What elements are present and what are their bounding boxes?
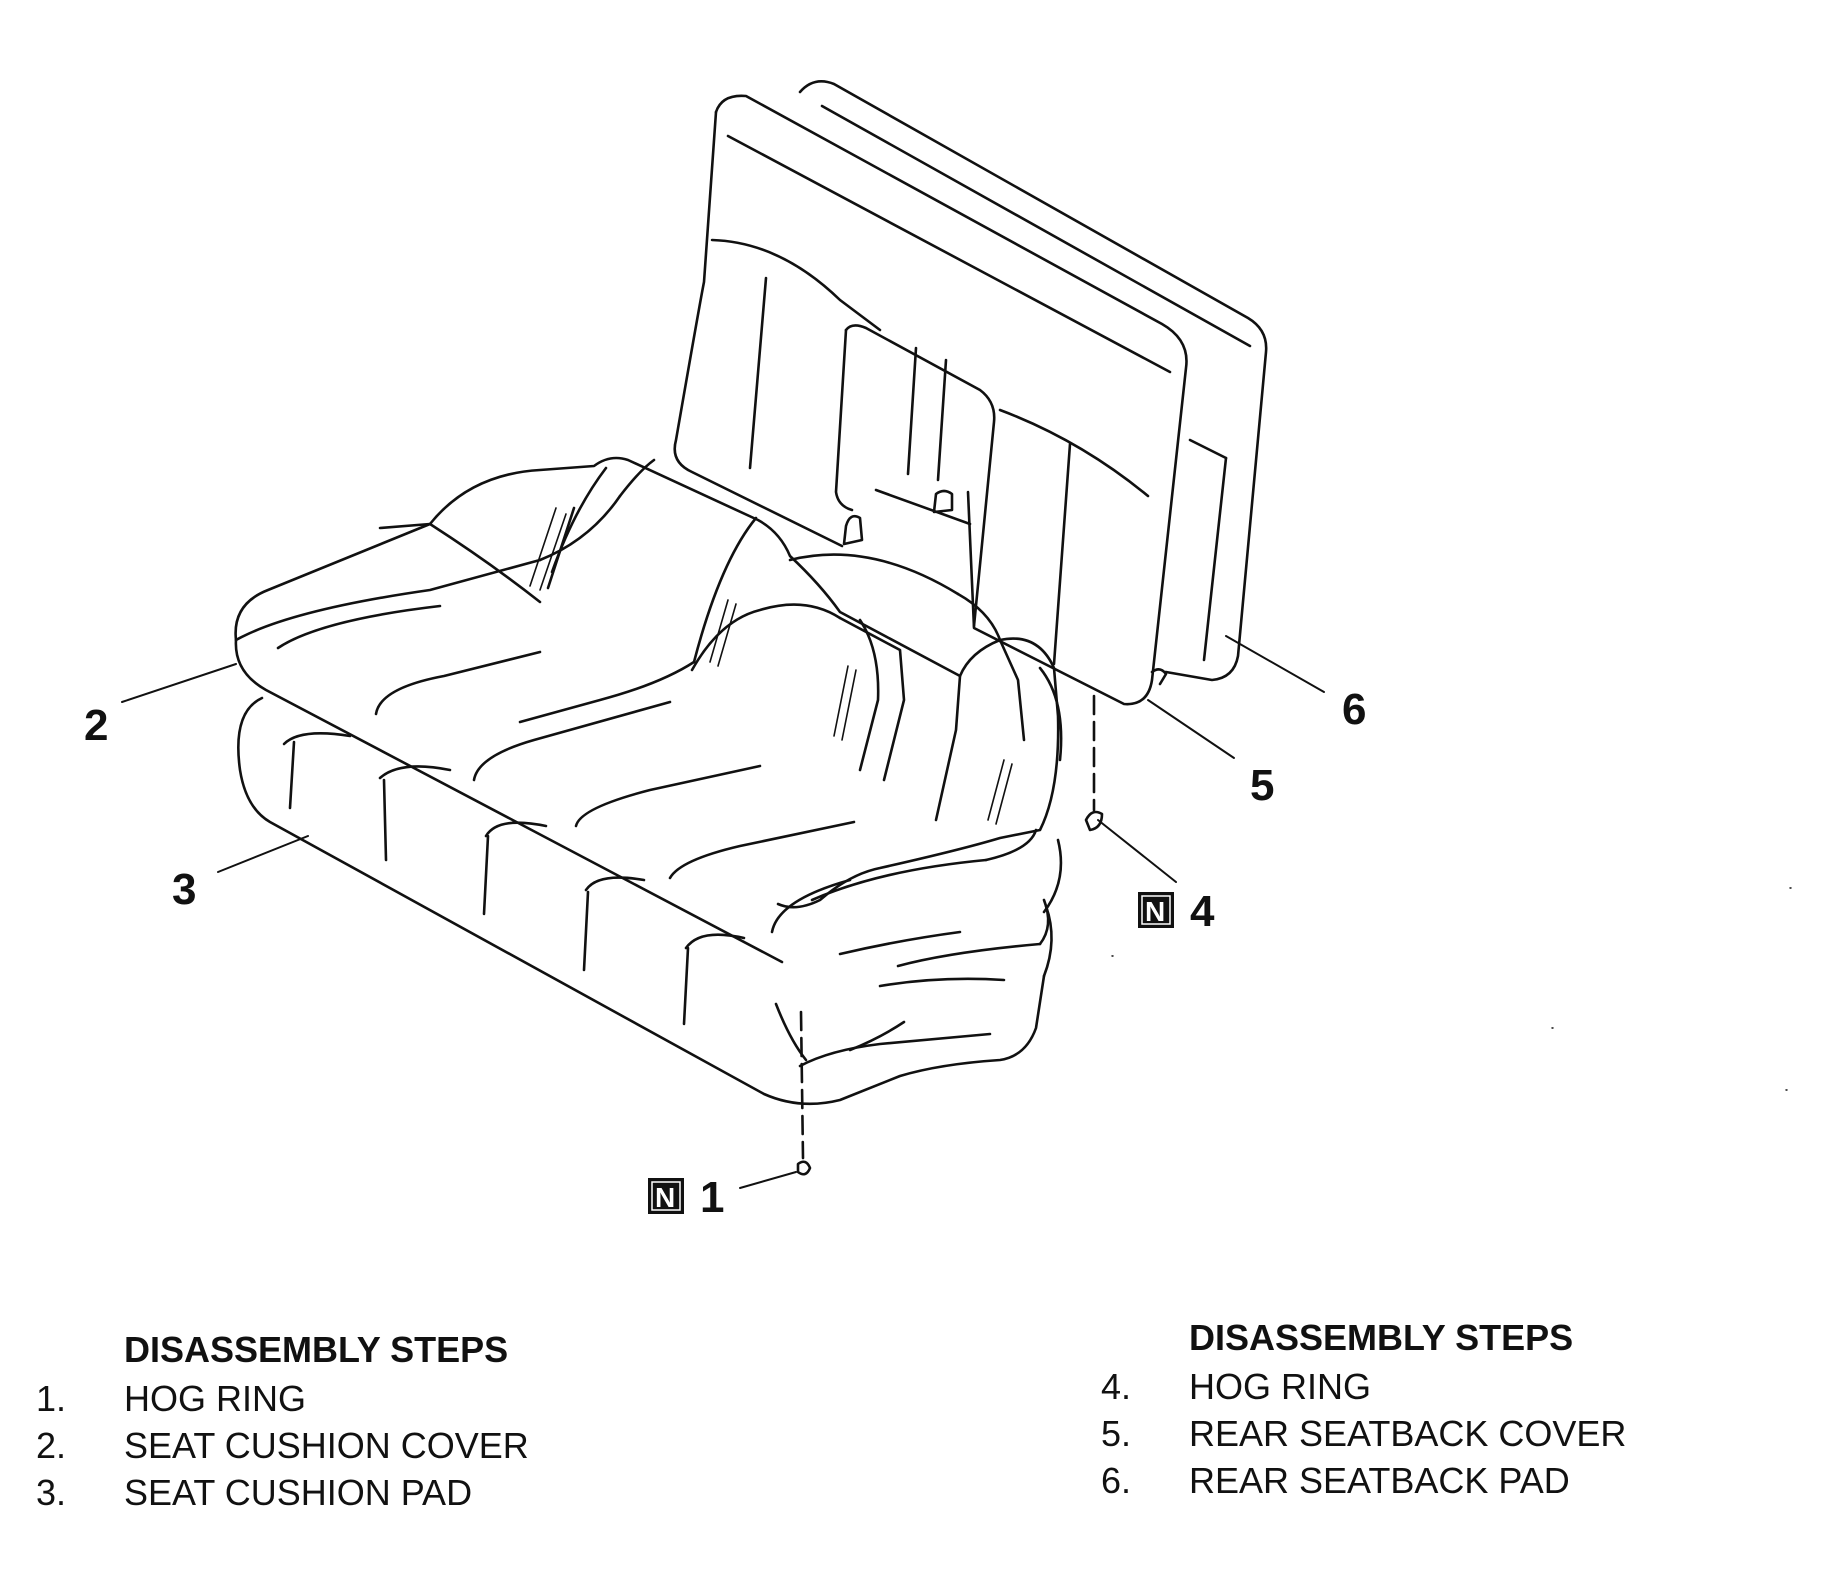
step-number: 3. bbox=[36, 1472, 67, 1513]
n-mark-4-text: N bbox=[1145, 896, 1165, 927]
list-item: 5. REAR SEATBACK COVER bbox=[1101, 1410, 1626, 1457]
step-label: REAR SEATBACK COVER bbox=[1189, 1413, 1627, 1454]
rear-seatback-pad bbox=[798, 80, 1268, 682]
seat-cushion-cover bbox=[234, 456, 1063, 988]
list-item: 3. SEAT CUSHION PAD bbox=[36, 1469, 529, 1516]
n-mark-4: N bbox=[1138, 892, 1174, 928]
step-label: HOG RING bbox=[1189, 1366, 1372, 1407]
hog-ring-4 bbox=[1084, 694, 1104, 832]
list-item: 2. SEAT CUSHION COVER bbox=[36, 1422, 529, 1469]
leader-lines bbox=[121, 635, 1325, 1189]
step-number: 5. bbox=[1101, 1413, 1132, 1454]
step-label: SEAT CUSHION COVER bbox=[124, 1425, 529, 1466]
scan-specks bbox=[1111, 887, 1792, 1091]
list-item: 4. HOG RING bbox=[1101, 1363, 1626, 1410]
disassembly-steps-left: DISASSEMBLY STEPS 1. HOG RING 2. SEAT CU… bbox=[36, 1326, 529, 1516]
hog-ring-1 bbox=[796, 1010, 812, 1176]
callout-6: 6 bbox=[1342, 685, 1366, 734]
callout-5: 5 bbox=[1250, 761, 1274, 810]
list-item: 1. HOG RING bbox=[36, 1375, 529, 1422]
rear-seatback-cover bbox=[673, 94, 1188, 706]
steps-heading: DISASSEMBLY STEPS bbox=[124, 1329, 509, 1370]
step-label: HOG RING bbox=[124, 1378, 307, 1419]
list-item: 6. REAR SEATBACK PAD bbox=[1101, 1457, 1626, 1504]
seat-cushion-pad bbox=[237, 696, 1063, 1106]
step-number: 4. bbox=[1101, 1366, 1132, 1407]
callout-1: 1 bbox=[700, 1173, 724, 1222]
callout-2: 2 bbox=[84, 701, 108, 750]
steps-heading: DISASSEMBLY STEPS bbox=[1189, 1317, 1574, 1358]
step-number: 2. bbox=[36, 1425, 67, 1466]
step-number: 6. bbox=[1101, 1460, 1132, 1501]
callout-3: 3 bbox=[172, 865, 196, 914]
disassembly-steps-right: DISASSEMBLY STEPS 4. HOG RING 5. REAR SE… bbox=[1101, 1314, 1626, 1504]
step-number: 1. bbox=[36, 1378, 67, 1419]
callout-4: 4 bbox=[1190, 887, 1215, 936]
n-mark-1: N bbox=[648, 1178, 684, 1214]
step-label: SEAT CUSHION PAD bbox=[124, 1472, 473, 1513]
n-mark-1-text: N bbox=[655, 1182, 675, 1213]
step-label: REAR SEATBACK PAD bbox=[1189, 1460, 1570, 1501]
